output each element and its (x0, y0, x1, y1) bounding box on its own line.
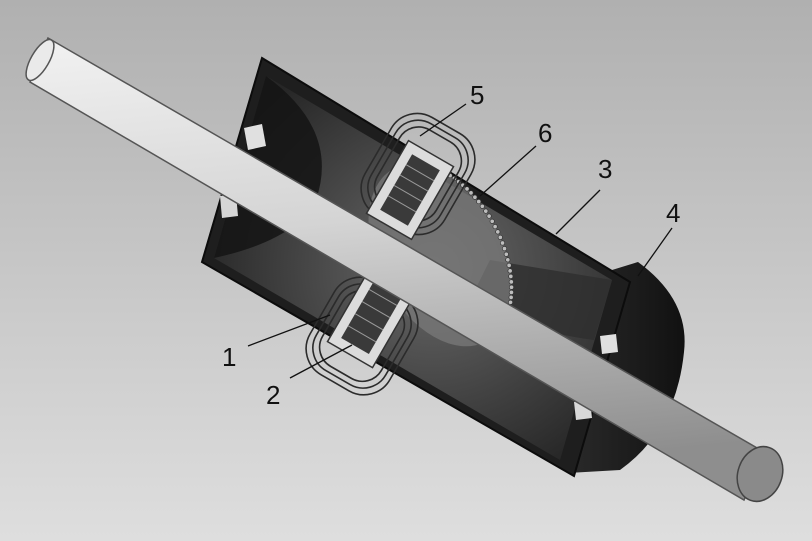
disk-dot (497, 234, 503, 240)
disk-dot (508, 294, 514, 300)
disk-dot (464, 186, 470, 192)
callout-3: 3 (598, 154, 612, 184)
callout-labels: 1 2 3 4 5 6 (222, 80, 680, 410)
leader-3 (555, 189, 601, 235)
leader-4 (637, 227, 673, 277)
leader-2 (289, 344, 353, 379)
disk-dot (508, 284, 515, 290)
disk-dot (501, 246, 508, 252)
leader-5 (419, 103, 467, 137)
disk-dot (492, 224, 498, 230)
disk-dot (508, 289, 514, 295)
disk-dot (506, 262, 512, 268)
slot-right-top (600, 334, 618, 354)
disk-dot (507, 268, 513, 274)
leader-6 (479, 145, 537, 197)
disk-dot (472, 194, 478, 200)
disk-dot (505, 257, 511, 263)
rod-left-end (25, 38, 55, 82)
leader-lines (247, 103, 673, 379)
disk-dot (483, 208, 489, 214)
callout-4: 4 (666, 198, 680, 228)
callout-5: 5 (470, 80, 484, 110)
slot-left-top (244, 124, 266, 150)
upper-coil (360, 112, 476, 241)
disk-dot (508, 279, 514, 285)
disk-dot (507, 299, 514, 305)
disk-dot (508, 273, 514, 279)
callout-2: 2 (266, 380, 280, 410)
disk-dot (468, 190, 474, 196)
disk-dot (476, 199, 482, 205)
disk-dot (489, 218, 495, 224)
disk-dot (503, 251, 509, 257)
rod (25, 36, 784, 503)
callout-6: 6 (538, 118, 552, 148)
disk-dot (486, 213, 492, 219)
disk-dot (495, 229, 501, 235)
callout-1: 1 (222, 342, 236, 372)
leader-1 (247, 314, 331, 347)
disk-dot (499, 240, 506, 246)
disk-dot (479, 203, 485, 209)
rod-right-end (736, 445, 784, 503)
